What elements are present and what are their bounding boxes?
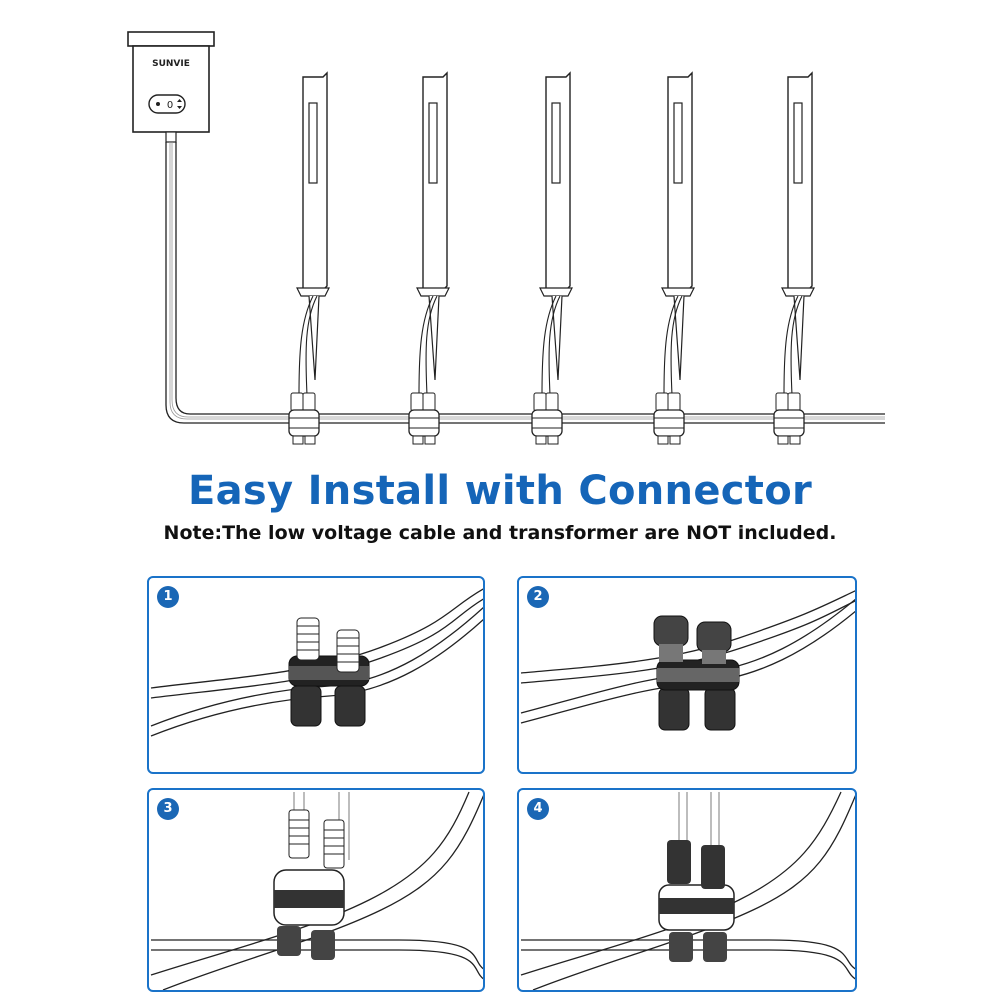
step-4-badge: 4 [527, 798, 549, 820]
svg-text:0: 0 [167, 100, 173, 111]
connector-icon [150, 791, 483, 990]
path-light-icon [531, 71, 573, 445]
connector-icon [408, 392, 440, 445]
path-light-icon [653, 71, 695, 445]
connector-icon [773, 392, 805, 445]
step-3-badge: 3 [157, 798, 179, 820]
power-button-icon: 0 [148, 94, 186, 114]
connector-icon [520, 590, 855, 731]
note-text: Note:The low voltage cable and transform… [163, 522, 837, 544]
page-title: Easy Install with Connector [188, 468, 812, 514]
path-light-icon [773, 71, 815, 445]
connector-icon [520, 791, 855, 990]
connector-icon [653, 392, 685, 445]
step-4-panel: 4 [517, 788, 857, 992]
path-light-icon [288, 71, 330, 445]
transformer-icon: SUNVIE 0 [127, 31, 215, 143]
step-2-badge: 2 [527, 586, 549, 608]
step-1-panel: 1 [147, 576, 485, 774]
path-light-icon [408, 71, 450, 445]
connector-icon [150, 588, 483, 737]
step-3-panel: 3 [147, 788, 485, 992]
connector-icon [288, 392, 320, 445]
step-2-panel: 2 [517, 576, 857, 774]
connector-icon [531, 392, 563, 445]
installation-overview-diagram: SUNVIE 0 [127, 31, 885, 445]
step-1-badge: 1 [157, 586, 179, 608]
cable-icon [165, 142, 885, 424]
brand-label: SUNVIE [152, 59, 190, 69]
